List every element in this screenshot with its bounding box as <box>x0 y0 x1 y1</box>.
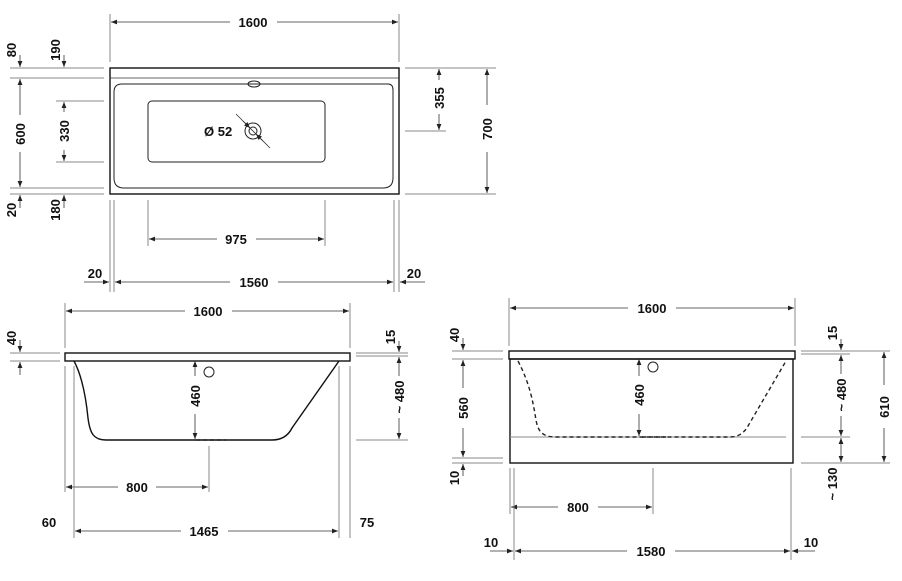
plan-right-rim: 20 <box>407 266 421 281</box>
plan-bottom-to-drain-zone: 180 <box>48 199 63 221</box>
left-bottom-length: 1465 <box>190 524 219 539</box>
plan-view: Ø 52 1600 975 1560 20 20 700 <box>4 14 496 292</box>
right-rim-height-right: 15 <box>825 326 840 340</box>
left-left-offset: 60 <box>42 515 56 530</box>
plan-inner-width: 600 <box>13 123 28 145</box>
drain-zone-plan <box>147 100 326 163</box>
hidden-basin-profile <box>517 360 787 438</box>
right-total-height: 610 <box>877 396 892 418</box>
plan-top-rim: 80 <box>4 43 19 57</box>
front-panel-right <box>509 358 794 464</box>
right-bottom-length: 1580 <box>637 544 666 559</box>
right-panel-height: 560 <box>456 397 471 419</box>
right-adjustable-height: ~ 130 <box>825 468 840 501</box>
inner-basin-plan <box>113 83 394 189</box>
drain-leader <box>235 113 271 149</box>
plan-left-rim: 20 <box>88 266 102 281</box>
left-overall-length: 1600 <box>194 304 223 319</box>
right-depth: 460 <box>632 384 647 406</box>
drain-outer-icon <box>244 122 262 140</box>
plan-overall-width: 700 <box>480 118 495 140</box>
right-rim-height-left: 40 <box>447 328 462 342</box>
right-foot-height: 10 <box>447 471 462 485</box>
plan-inner-length: 1560 <box>240 275 269 290</box>
right-overall-length: 1600 <box>638 301 667 316</box>
left-rim-height-left: 40 <box>4 331 19 345</box>
left-water-depth: ~ 480 <box>392 381 407 414</box>
overflow-right-icon <box>647 361 659 373</box>
side-view-right: 1600 460 800 1580 10 10 40 560 10 <box>447 298 892 560</box>
drain-inner-icon <box>248 126 258 136</box>
overflow-plan-icon <box>247 80 261 88</box>
plan-drain-offset: 355 <box>432 87 447 109</box>
basin-profile-left <box>73 360 340 441</box>
plan-drain-zone: 330 <box>57 120 72 142</box>
drain-diameter-label: Ø 52 <box>204 124 232 139</box>
drain-arrow-b <box>255 133 264 142</box>
plan-bottom-rim: 20 <box>4 203 19 217</box>
drain-arrow-a <box>242 120 251 129</box>
right-water-depth: ~ 480 <box>834 379 849 412</box>
plan-drain-spacing: 975 <box>225 232 247 247</box>
plan-top-to-drain-zone: 190 <box>48 39 63 61</box>
overflow-left-icon <box>203 366 215 378</box>
left-drain-position: 800 <box>126 480 148 495</box>
tub-outline-plan <box>109 67 400 195</box>
left-depth: 460 <box>188 385 203 407</box>
right-drain-position: 800 <box>567 500 589 515</box>
right-left-offset: 10 <box>484 535 498 550</box>
left-rim-height-right: 15 <box>383 330 398 344</box>
right-right-offset: 10 <box>804 535 818 550</box>
rim-slab-left <box>64 352 351 362</box>
side-view-left: 1600 460 800 1465 60 75 40 15 ~ 480 <box>4 303 408 539</box>
rim-slab-right <box>508 350 796 360</box>
plan-overall-length: 1600 <box>239 15 268 30</box>
left-right-offset: 75 <box>360 515 374 530</box>
